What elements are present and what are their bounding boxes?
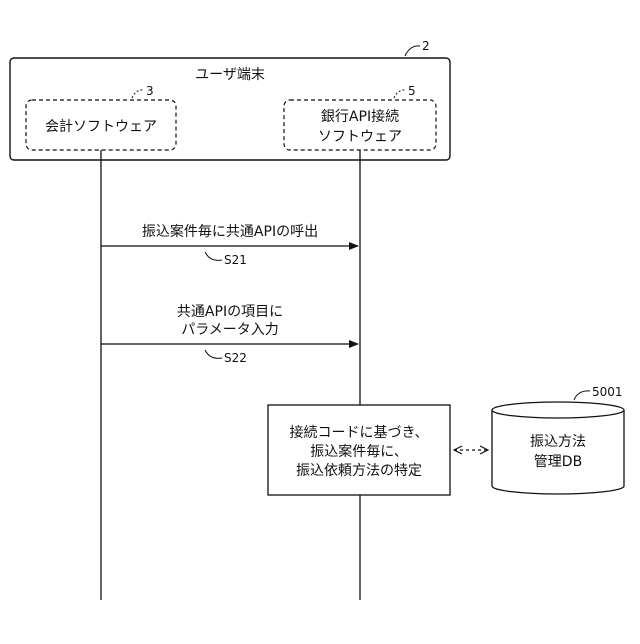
database-label-line1: 振込方法 (530, 434, 586, 450)
accounting-software-ref-number: 3 (146, 84, 154, 98)
process-box: 接続コードに基づき、 振込案件毎に、 振込依頼方法の特定 (268, 405, 450, 495)
database-ref: 5001 (574, 385, 623, 400)
user-terminal-ref-number: 2 (422, 39, 430, 53)
message-s21-label: 振込案件毎に共通APIの呼出 (142, 223, 318, 240)
message-s22-step: S22 (224, 351, 247, 365)
accounting-software-label: 会計ソフトウェア (45, 119, 157, 135)
message-s21-step: S21 (224, 253, 247, 267)
bank-api-software-box: 銀行API接続 ソフトウェア (284, 100, 436, 150)
bank-api-software-label-line2: ソフトウェア (318, 129, 402, 145)
accounting-software-ref: 3 (132, 84, 154, 98)
accounting-software-box: 会計ソフトウェア (26, 100, 176, 150)
database-cylinder: 振込方法 管理DB (492, 402, 624, 494)
message-s22-label-line2: パラメータ入力 (181, 322, 279, 338)
message-s21-step-leader (205, 252, 222, 260)
message-s22-label-line1: 共通APIの項目に (177, 304, 283, 320)
message-s21: 振込案件毎に共通APIの呼出 S21 (101, 223, 358, 267)
user-terminal-label: ユーザ端末 (195, 67, 265, 83)
process-box-line1: 接続コードに基づき、 (289, 424, 428, 441)
bank-api-software-ref-number: 5 (408, 84, 416, 98)
message-s22: 共通APIの項目に パラメータ入力 S22 (101, 304, 358, 365)
bank-api-software-ref: 5 (394, 84, 416, 98)
database-label-line2: 管理DB (534, 454, 582, 470)
user-terminal-ref: 2 (405, 39, 430, 56)
process-box-line2: 振込案件毎に、 (310, 443, 408, 460)
message-s22-step-leader (205, 350, 222, 358)
process-box-line3: 振込依頼方法の特定 (296, 463, 422, 479)
bank-api-software-label-line1: 銀行API接続 (321, 108, 399, 125)
database-ref-number: 5001 (592, 385, 623, 399)
